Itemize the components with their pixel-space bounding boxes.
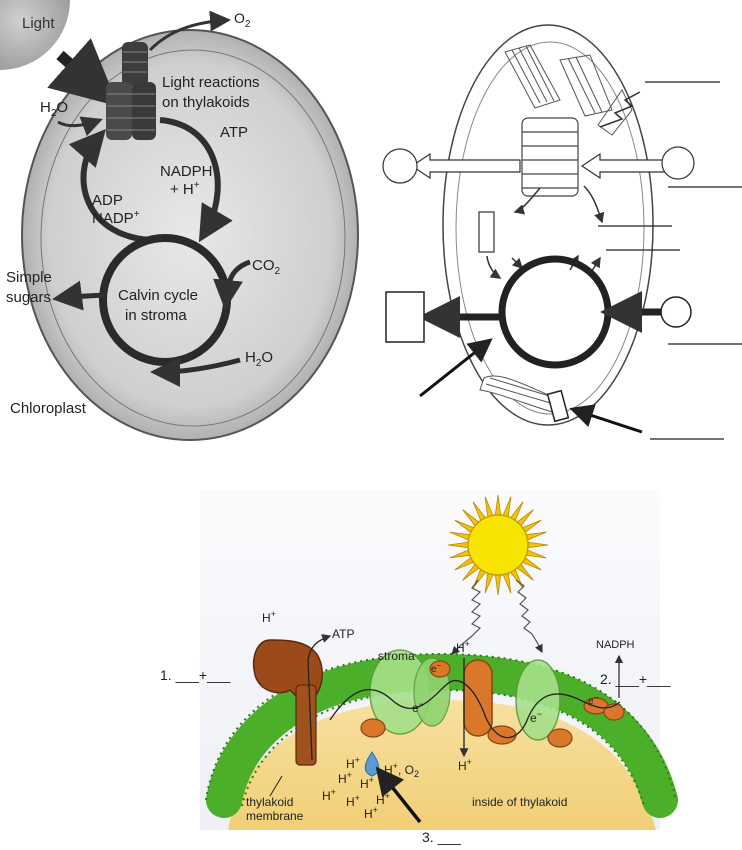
svg-text:H+: H+ (338, 770, 352, 786)
stroma-label: stroma (378, 649, 415, 663)
inside-thylakoid-label: inside of thylakoid (472, 795, 567, 809)
h2o-bottom-arrow (150, 356, 241, 387)
nadph-label: NADPH (596, 639, 635, 651)
calvin-line1: Calvin cycle (118, 287, 198, 304)
proton-cluster: H+ H+ H+ H+ H+ H+ H+ (322, 755, 390, 821)
atp-synthase-h: H+ (262, 609, 276, 625)
simple-sugars-line1: Simple (6, 269, 52, 286)
thylakoid-top (504, 44, 633, 136)
adp-label: ADP (92, 192, 123, 209)
hplus-o2-label: H+, O2 (384, 761, 419, 779)
h-plus-label: + H+ (170, 180, 200, 198)
electron-label-4: e− (588, 693, 599, 707)
h2o-top-arrow (57, 116, 103, 137)
pointer-arrow-right (569, 404, 643, 434)
light-reactions-line1: Light reactions (162, 74, 260, 91)
left-blank-circle (382, 148, 418, 184)
nadp-label: NADP+ (92, 209, 140, 227)
small-blank-box (478, 211, 495, 253)
electron-label-3: e− (530, 709, 542, 725)
h-mid-bottom: H+ (458, 757, 472, 773)
panel-thylakoid-membrane: H+ ATP 1. ___+___ stroma H+ H+ NADPH (160, 490, 678, 845)
svg-text:H+: H+ (346, 755, 360, 771)
atp-nadph-arrow (159, 117, 233, 243)
atp-label: ATP (220, 124, 248, 141)
svg-text:H+: H+ (322, 787, 336, 803)
output-blank-box (385, 291, 425, 343)
blank-1-label: 1. ___+___ (160, 667, 231, 683)
h2o-top-label: H2O (40, 99, 68, 119)
right-hollow-arrow (580, 152, 666, 180)
nadph-label: NADPH (160, 163, 213, 180)
light-source (0, 0, 70, 70)
light-wave-right (515, 579, 543, 654)
light-label: Light (22, 15, 55, 32)
left-hollow-arrow (410, 152, 521, 180)
pointer-arrow-3 (375, 766, 422, 824)
co2-arrow (213, 259, 251, 310)
svg-text:H+: H+ (360, 775, 374, 791)
grana-stack (521, 117, 579, 197)
o2-label: O2 (234, 10, 251, 30)
h2o-bottom-label: H2O (245, 349, 273, 369)
light-arrow (47, 38, 119, 107)
thylakoid-pointer-line (269, 775, 283, 797)
sun-icon (447, 494, 549, 596)
membrane-outer-edge (205, 652, 677, 801)
right-blank-circle (661, 146, 695, 180)
electron-label-2: e− (412, 699, 424, 715)
svg-text:H+: H+ (346, 793, 360, 809)
panel-chloroplast-blank (382, 24, 742, 440)
light-reactions-line2: on thylakoids (162, 94, 250, 111)
chloroplast-inner (40, 49, 346, 427)
blank-3-label: 3. ___ (422, 829, 461, 845)
thylakoid-bottom (479, 375, 557, 413)
panel-chloroplast-labeled: Light O2 Light reactions on thylakoids H… (0, 0, 359, 441)
light-zigzag (599, 91, 641, 128)
pointer-arrow-left (419, 338, 493, 398)
chloroplast-inner-outline (455, 41, 645, 415)
cytochrome-complex (463, 659, 493, 737)
thylakoid-membrane-line1: thylakoid (246, 795, 293, 809)
orange-carriers (360, 660, 625, 748)
adp-nadp-arrow (68, 128, 151, 243)
pointer-box (546, 389, 570, 423)
chloroplast-outer (21, 29, 359, 441)
blank-2-label: 2. ___+___ (600, 671, 671, 687)
light-wave-left (451, 579, 482, 655)
atp-product-label: ATP (332, 627, 354, 641)
electron-label-1: e− (431, 661, 442, 675)
atp-synthase-arrow (307, 634, 332, 761)
chloroplast-label: Chloroplast (10, 400, 87, 417)
water-drop-icon (364, 751, 380, 777)
simple-sugars-line2: sugars (6, 289, 51, 306)
h-mid-top: H+ (456, 639, 470, 655)
thylakoid-stack (106, 42, 156, 140)
sugars-arrow (52, 280, 106, 311)
input-blank-circle (660, 296, 692, 328)
o2-arrow (148, 10, 231, 52)
electron-path (329, 680, 621, 739)
co2-label: CO2 (252, 257, 281, 277)
svg-text:H+: H+ (364, 805, 378, 821)
thylakoid-membrane-line2: membrane (246, 809, 304, 823)
photosystem-ii (369, 649, 451, 735)
calvin-line2: in stroma (125, 307, 187, 324)
